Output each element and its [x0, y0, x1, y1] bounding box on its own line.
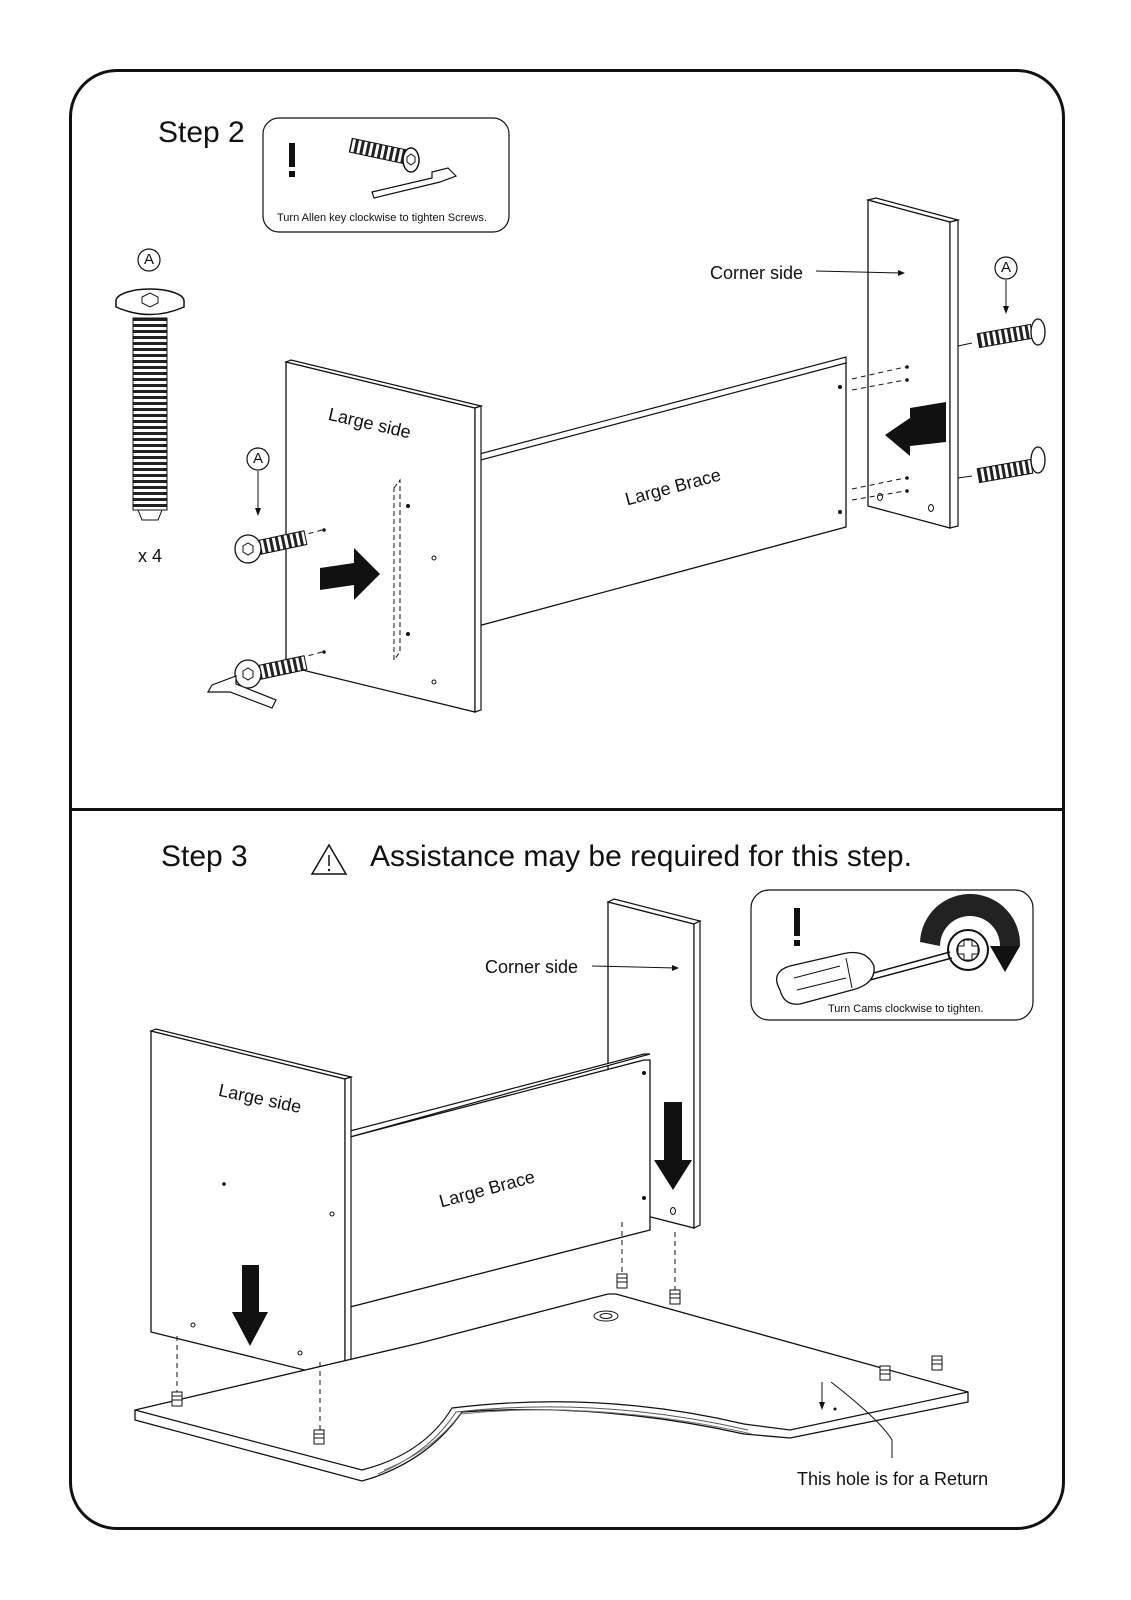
push-right-arrow-icon: [320, 548, 380, 600]
step3-warning-text: Assistance may be required for this step…: [370, 840, 912, 873]
screw-a-left-bottom-icon: [234, 655, 308, 689]
warning-icon: [310, 843, 348, 875]
push-left-arrow-icon: [885, 402, 946, 456]
screw-a-right-bottom-icon: [957, 446, 1046, 484]
exclamation-icon: [794, 908, 800, 946]
part-a-label: A: [1001, 259, 1012, 276]
part-a-badge: [994, 256, 1018, 314]
return-hole-indicator: [819, 1381, 893, 1458]
screw-a-right-top-icon: [957, 318, 1046, 349]
cam-post-icon: [879, 1365, 891, 1381]
screw-a-left-top-icon: [234, 530, 308, 564]
return-hole-caption: This hole is for a Return: [797, 1469, 989, 1489]
cam-post-icon: [171, 1391, 183, 1407]
step2-note-box: [262, 117, 510, 233]
allen-key-icon: [206, 675, 277, 709]
step3-title: Step 3: [161, 840, 248, 873]
screw-a-large-icon: [115, 288, 185, 521]
page-frame: [69, 69, 1065, 1530]
part-a-label: A: [253, 450, 264, 467]
cam-post-icon: [931, 1355, 943, 1371]
large-side-panel-step3: [149, 1028, 354, 1381]
allen-key-screw-icon: [348, 137, 458, 199]
exclamation-icon: [289, 143, 295, 177]
corner-side-label: Corner side: [710, 263, 804, 283]
large-side-panel-step2: [284, 359, 484, 713]
part-a-badge: [246, 447, 270, 516]
quantity-label: x 4: [138, 546, 163, 566]
part-a-label: A: [144, 251, 155, 268]
part-a-badge: [137, 248, 161, 272]
cam-post-icon: [313, 1429, 325, 1445]
desktop-panel: [134, 1293, 969, 1482]
screwdriver-cam-icon: [776, 893, 1021, 1005]
step3-note-text: Turn Cams clockwise to tighten.: [828, 1003, 984, 1015]
push-down-arrow-icon: [232, 1265, 268, 1346]
step-divider: [70, 808, 1064, 811]
step2-note-text: Turn Allen key clockwise to tighten Scre…: [277, 212, 487, 224]
corner-side-panel-step2: [815, 197, 961, 529]
cam-post-icon: [616, 1273, 628, 1289]
step2-title: Step 2: [158, 116, 245, 149]
corner-side-label: Corner side: [485, 957, 579, 977]
push-down-arrow-icon: [654, 1102, 692, 1190]
cam-post-icon: [669, 1289, 681, 1305]
